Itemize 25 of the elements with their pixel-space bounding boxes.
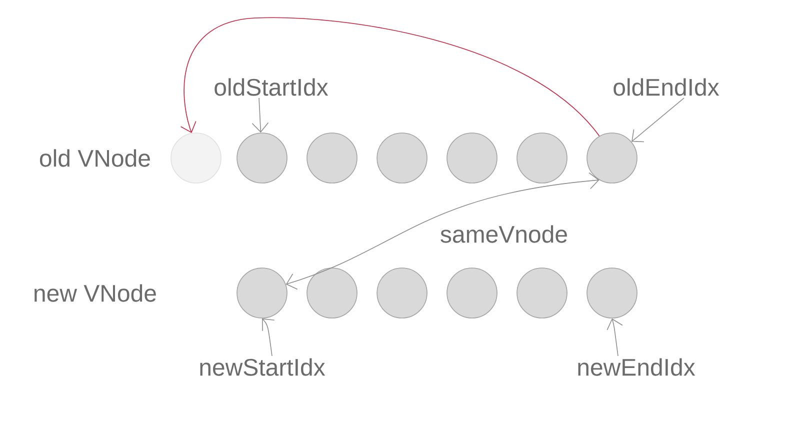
vnode-circle (446, 132, 498, 184)
vnode-circle (306, 132, 358, 184)
vnode-circle (586, 268, 638, 318)
leader-arrow (606, 318, 623, 356)
faded-circle (170, 132, 222, 184)
vnode-circle (236, 132, 288, 184)
curved-arrow (180, 17, 600, 136)
vnode-circle (376, 132, 428, 184)
vnode-circle (376, 268, 428, 318)
edge-label: sameVnode (438, 224, 570, 244)
vnode-circle (516, 268, 568, 318)
vnode-circle (306, 268, 358, 318)
curved-arrow (286, 172, 600, 290)
index-label: oldStartIdx (214, 78, 328, 96)
leader-arrow (262, 318, 275, 356)
index-label: newEndIdx (578, 358, 696, 376)
index-label: newStartIdx (200, 358, 326, 376)
row-label: new VNode (34, 284, 156, 302)
leader-arrow (632, 98, 684, 142)
vnode-circle (516, 132, 568, 184)
index-label: oldEndIdx (614, 78, 720, 96)
vnode-circle (446, 268, 498, 318)
vnode-circle (236, 268, 288, 318)
vnode-circle (586, 132, 638, 184)
leader-arrow (252, 98, 269, 133)
